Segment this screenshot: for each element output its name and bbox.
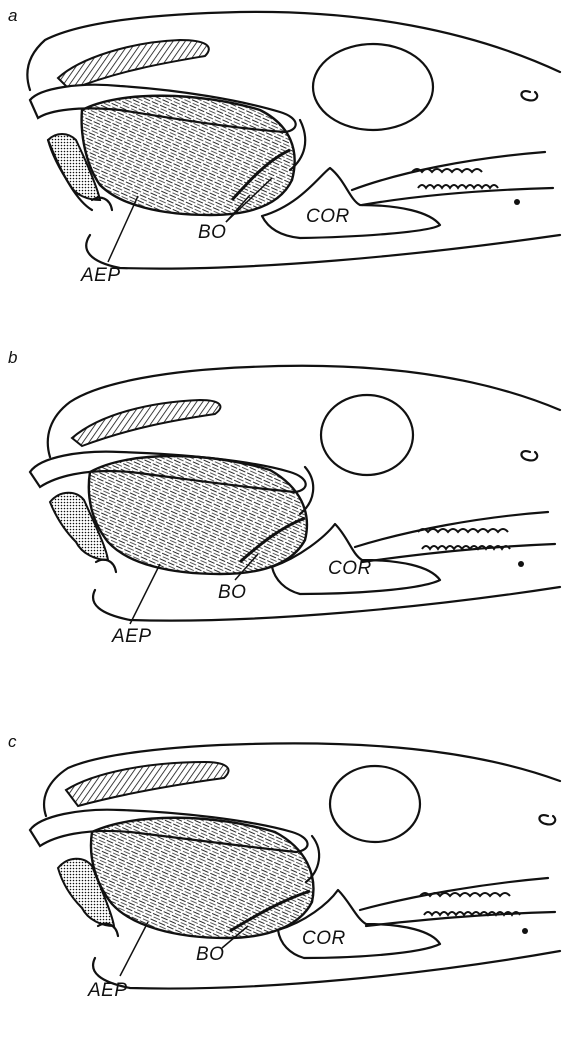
- label-bo-a: BO: [198, 222, 226, 244]
- label-cor-c: COR: [302, 928, 346, 950]
- label-bo-c: BO: [196, 944, 224, 966]
- label-aep-c: AEP: [88, 980, 128, 1002]
- label-cor-a: COR: [306, 206, 350, 228]
- panel-a: a AEP BO COR: [0, 0, 569, 330]
- temporal-bar-a: [58, 40, 209, 90]
- temporal-bar-b: [72, 400, 220, 446]
- skull-drawing-b: [0, 342, 569, 672]
- panel-b: b AEP BO COR: [0, 342, 569, 672]
- label-aep-a: AEP: [81, 265, 121, 287]
- label-cor-b: COR: [328, 558, 372, 580]
- aep-muscle-a: [82, 96, 295, 215]
- aep-muscle-c: [91, 818, 313, 938]
- label-aep-b: AEP: [112, 626, 152, 648]
- panel-letter-a: a: [8, 6, 17, 26]
- panel-letter-c: c: [8, 732, 17, 752]
- aep-muscle-b: [89, 456, 307, 574]
- temporal-bar-c: [66, 762, 229, 806]
- label-bo-b: BO: [218, 582, 246, 604]
- panel-letter-b: b: [8, 348, 17, 368]
